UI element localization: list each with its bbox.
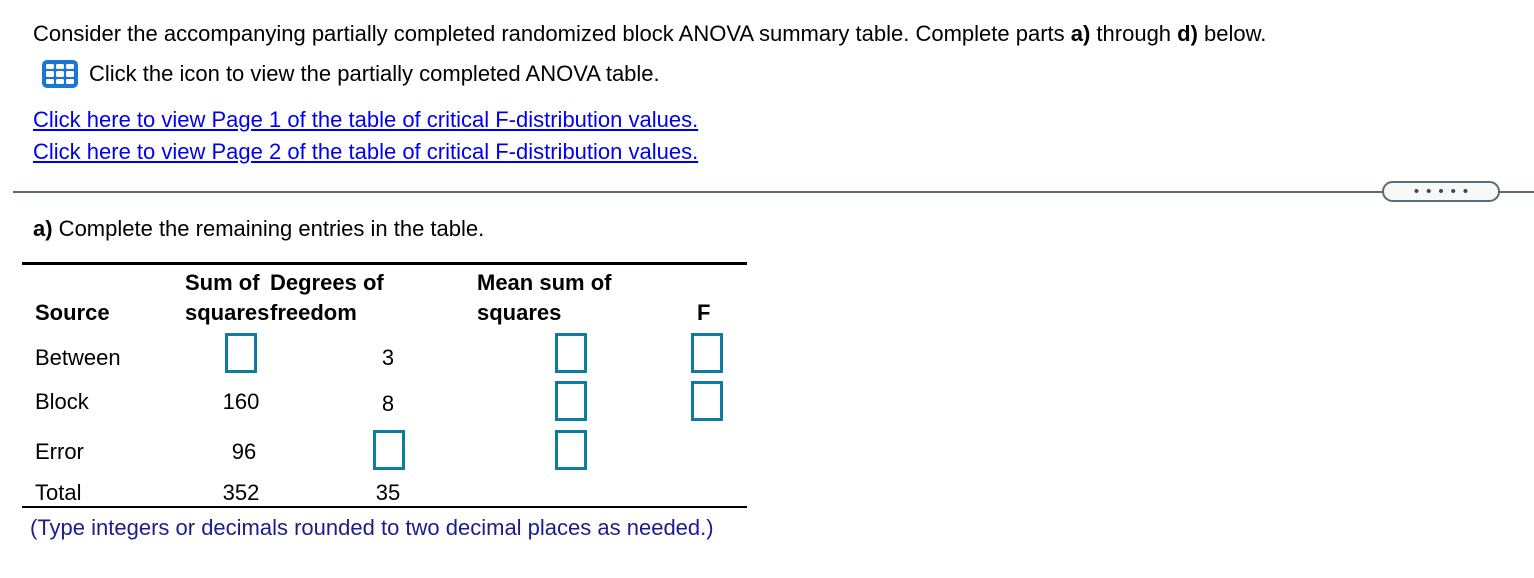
cell-block-ss: 160 [222,389,260,414]
header-sum-of-squares-line2: squares [185,300,270,325]
cell-block-df: 8 [381,391,395,416]
header-mean-sum-of-squares-line1: Mean sum of [477,270,612,295]
cell-total-ss: 352 [222,480,260,505]
icon-grid-cell [46,78,54,84]
intro-middle-text: through [1090,21,1178,46]
icon-grid-cell [56,64,64,70]
icon-grid-cell [66,78,74,84]
row-label-between: Between [35,345,121,370]
header-sum-of-squares: Sum of squares [185,268,269,328]
header-sum-of-squares-line1: Sum of [185,270,260,295]
cell-total-df: 35 [375,480,401,505]
divider-handle-button[interactable]: ••••• [1382,181,1500,202]
header-mean-sum-of-squares-line2: squares [477,300,562,325]
intro-text: Consider the accompanying partially comp… [33,21,1071,46]
header-degrees-of-freedom-line2: freedom [270,300,357,325]
part-a-ref: a) [1070,21,1091,46]
part-a-text: Complete the remaining entries in the ta… [52,216,485,241]
header-f: F [697,300,711,325]
header-degrees-of-freedom: Degrees of freedom [270,268,384,328]
icon-grid-cell [56,78,64,84]
table-bottom-border [22,506,747,508]
answer-box-error-df[interactable] [373,430,405,470]
intro-suffix-text: below. [1197,21,1267,46]
answer-box-between-ss[interactable] [225,333,257,373]
icon-grid-cell [56,71,64,77]
cell-error-ss: 96 [231,439,257,464]
answer-box-block-ms[interactable] [555,381,587,421]
row-label-block: Block [35,389,89,414]
part-a-heading: a) Complete the remaining entries in the… [33,215,484,243]
header-source: Source [35,300,110,325]
f-table-page2-link[interactable]: Click here to view Page 2 of the table o… [33,139,699,164]
part-a-label: a) [33,216,53,241]
divider-handle-dots-icon: ••••• [1413,183,1476,200]
part-d-ref: d) [1177,21,1198,46]
row-label-error: Error [35,439,84,464]
problem-statement: Consider the accompanying partially comp… [33,20,1266,48]
row-label-total: Total [35,480,82,505]
anova-table-icon[interactable] [42,60,78,88]
icon-grid-cell [66,64,74,70]
icon-grid-cell [66,71,74,77]
anova-table: Source Sum of squares Degrees of freedom… [22,262,747,510]
icon-grid-cell [46,71,54,77]
icon-grid-cell [46,64,54,70]
cell-between-df: 3 [381,345,395,370]
answer-box-block-f[interactable] [691,381,723,421]
answer-box-between-f[interactable] [691,333,723,373]
section-divider [13,191,1534,193]
header-degrees-of-freedom-line1: Degrees of [270,270,384,295]
answer-format-instruction: (Type integers or decimals rounded to tw… [30,515,714,540]
f-table-page1-link[interactable]: Click here to view Page 1 of the table o… [33,107,699,132]
answer-box-error-ms[interactable] [555,430,587,470]
table-top-border [22,262,747,265]
answer-box-between-ms[interactable] [555,333,587,373]
view-anova-table-row: Click the icon to view the partially com… [42,60,660,88]
icon-caption: Click the icon to view the partially com… [89,61,660,86]
header-mean-sum-of-squares: Mean sum of squares [477,268,611,328]
